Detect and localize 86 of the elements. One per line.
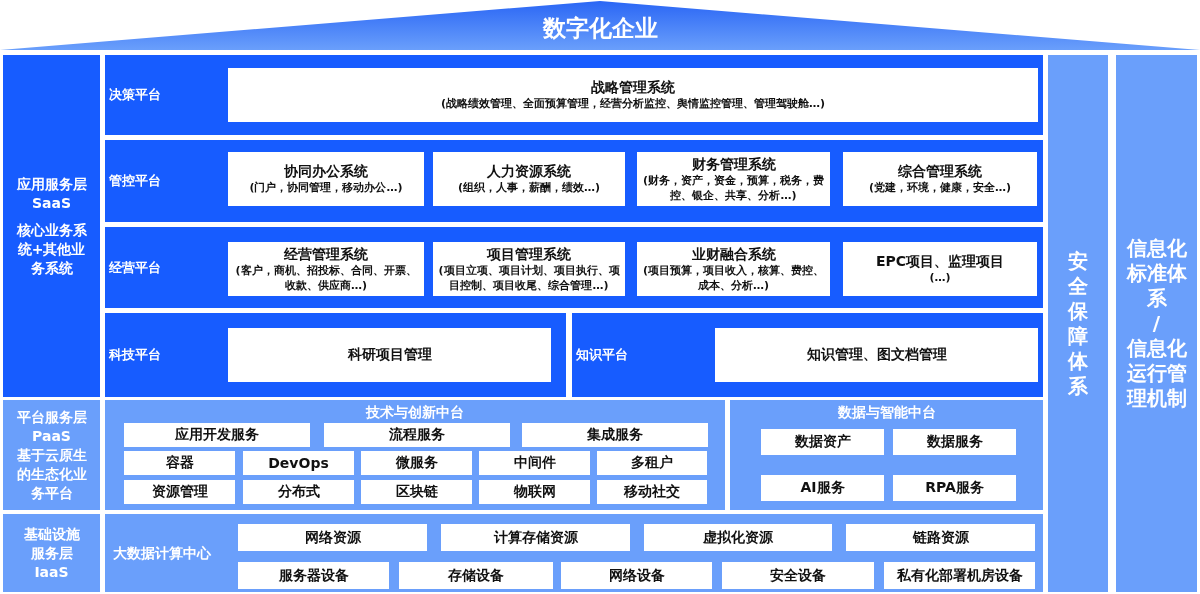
band-label: 管控平台 [109,172,161,190]
box-description: (…) [929,270,951,285]
box-title: EPC项目、监理项目 [875,253,1005,270]
service-box: 物联网 [479,480,590,504]
layer-description: 核心业务系统+其他业务系统 [15,220,88,278]
box-title: 业财融合系统 [691,245,776,263]
box-description: (财务，资产，资金，预算，税务，费控、银企、共享、分析…) [642,172,825,203]
service-box: 安全设备 [722,562,874,589]
box-description: (客户，商机、招投标、合同、开票、收款、供应商…) [234,262,418,293]
pillar-label: 信息化标准体系 [1125,236,1188,311]
box-title: 综合管理系统 [898,163,982,180]
service-box: 资源管理 [124,480,235,504]
band-label: 知识平台 [576,346,628,364]
layer-description: 基于云原生的生态化业务平台 [15,445,88,503]
box-title: 财务管理系统 [691,155,776,173]
system-box [843,152,1037,206]
band-label: 技术与创新中台 [364,403,465,422]
band-label: 经营平台 [109,258,161,277]
service-box: 数据服务 [893,429,1016,455]
platform-band [105,514,1043,592]
service-box: 分布式 [243,480,354,504]
platform-band [105,313,566,397]
platform-panel [730,400,1043,510]
box-description: (战略绩效管理、全面预算管理，经营分析监控、舆情监控管理、管理驾驶舱…) [440,96,826,111]
service-box: 流程服务 [324,423,510,447]
system-box: 知识管理、图文档管理 [715,328,1038,382]
platform-band [572,313,1043,397]
system-box [637,242,830,296]
box-description: (党建，环境，健康，安全…) [868,180,1012,195]
service-box: AI服务 [761,475,884,501]
band-label: 数据与智能中台 [836,403,937,422]
system-box [843,242,1037,296]
pillar-column [1048,55,1108,592]
band-label: 决策平台 [109,86,161,104]
service-box: 网络设备 [561,562,712,589]
box-title: 战略管理系统 [591,79,675,96]
page-title: 数字化企业 [541,14,659,42]
service-box: 服务器设备 [238,562,389,589]
service-box: 区块链 [361,480,472,504]
platform-band [105,227,1043,308]
service-box: 容器 [124,451,235,475]
box-title: 经营管理系统 [284,245,368,263]
box-title: 人力资源系统 [487,163,571,180]
system-box: 科研项目管理 [228,328,551,382]
service-box: 私有化部署机房设备 [884,562,1035,589]
service-box: 集成服务 [522,423,708,447]
pillar-label: 安全保障体系 [1067,248,1089,399]
layer-panel [3,400,100,510]
system-box [637,152,830,206]
system-box [433,152,625,206]
band-label: 大数据计算中心 [113,544,211,562]
service-box: 虚拟化资源 [644,524,832,551]
pillar-label: 信息化运行管理机制 [1125,336,1188,411]
service-box: 存储设备 [399,562,553,589]
service-box: 多租户 [597,451,707,475]
system-box [228,152,424,206]
system-box [228,242,424,296]
layer-name: 平台服务层 PaaS [15,407,88,446]
pillar-column [1116,55,1197,592]
layer-name: 基础设施服务层 IaaS [22,524,81,582]
service-box: 网络资源 [238,524,427,551]
box-title: 项目管理系统 [487,245,571,263]
service-box: 计算存储资源 [441,524,630,551]
platform-panel [105,400,725,510]
platform-band [105,55,1043,135]
layer-name: 应用服务层 SaaS [15,174,88,213]
service-box: 中间件 [479,451,590,475]
box-description: (门户，协同管理，移动办公…) [249,180,403,195]
service-box: 链路资源 [846,524,1035,551]
band-label: 科技平台 [109,346,161,364]
service-box: 移动社交 [597,480,707,504]
service-box: DevOps [243,451,354,475]
system-box [433,242,625,296]
layer-panel [3,514,100,592]
service-box: RPA服务 [893,475,1016,501]
service-box: 数据资产 [761,429,884,455]
box-description: (项目立项、项目计划、项目执行、项目控制、项目收尾、综合管理…) [437,262,621,293]
service-box: 微服务 [361,451,472,475]
system-box [228,68,1038,122]
box-description: (组织，人事，薪酬，绩效…) [457,180,601,195]
layer-panel [3,55,100,397]
box-title: 协同办公系统 [284,163,368,180]
service-box: 应用开发服务 [124,423,310,447]
box-description: (项目预算，项目收入，核算、费控、成本、分析…) [642,262,825,293]
platform-band [105,140,1043,222]
pillar-label: / [1151,311,1162,336]
